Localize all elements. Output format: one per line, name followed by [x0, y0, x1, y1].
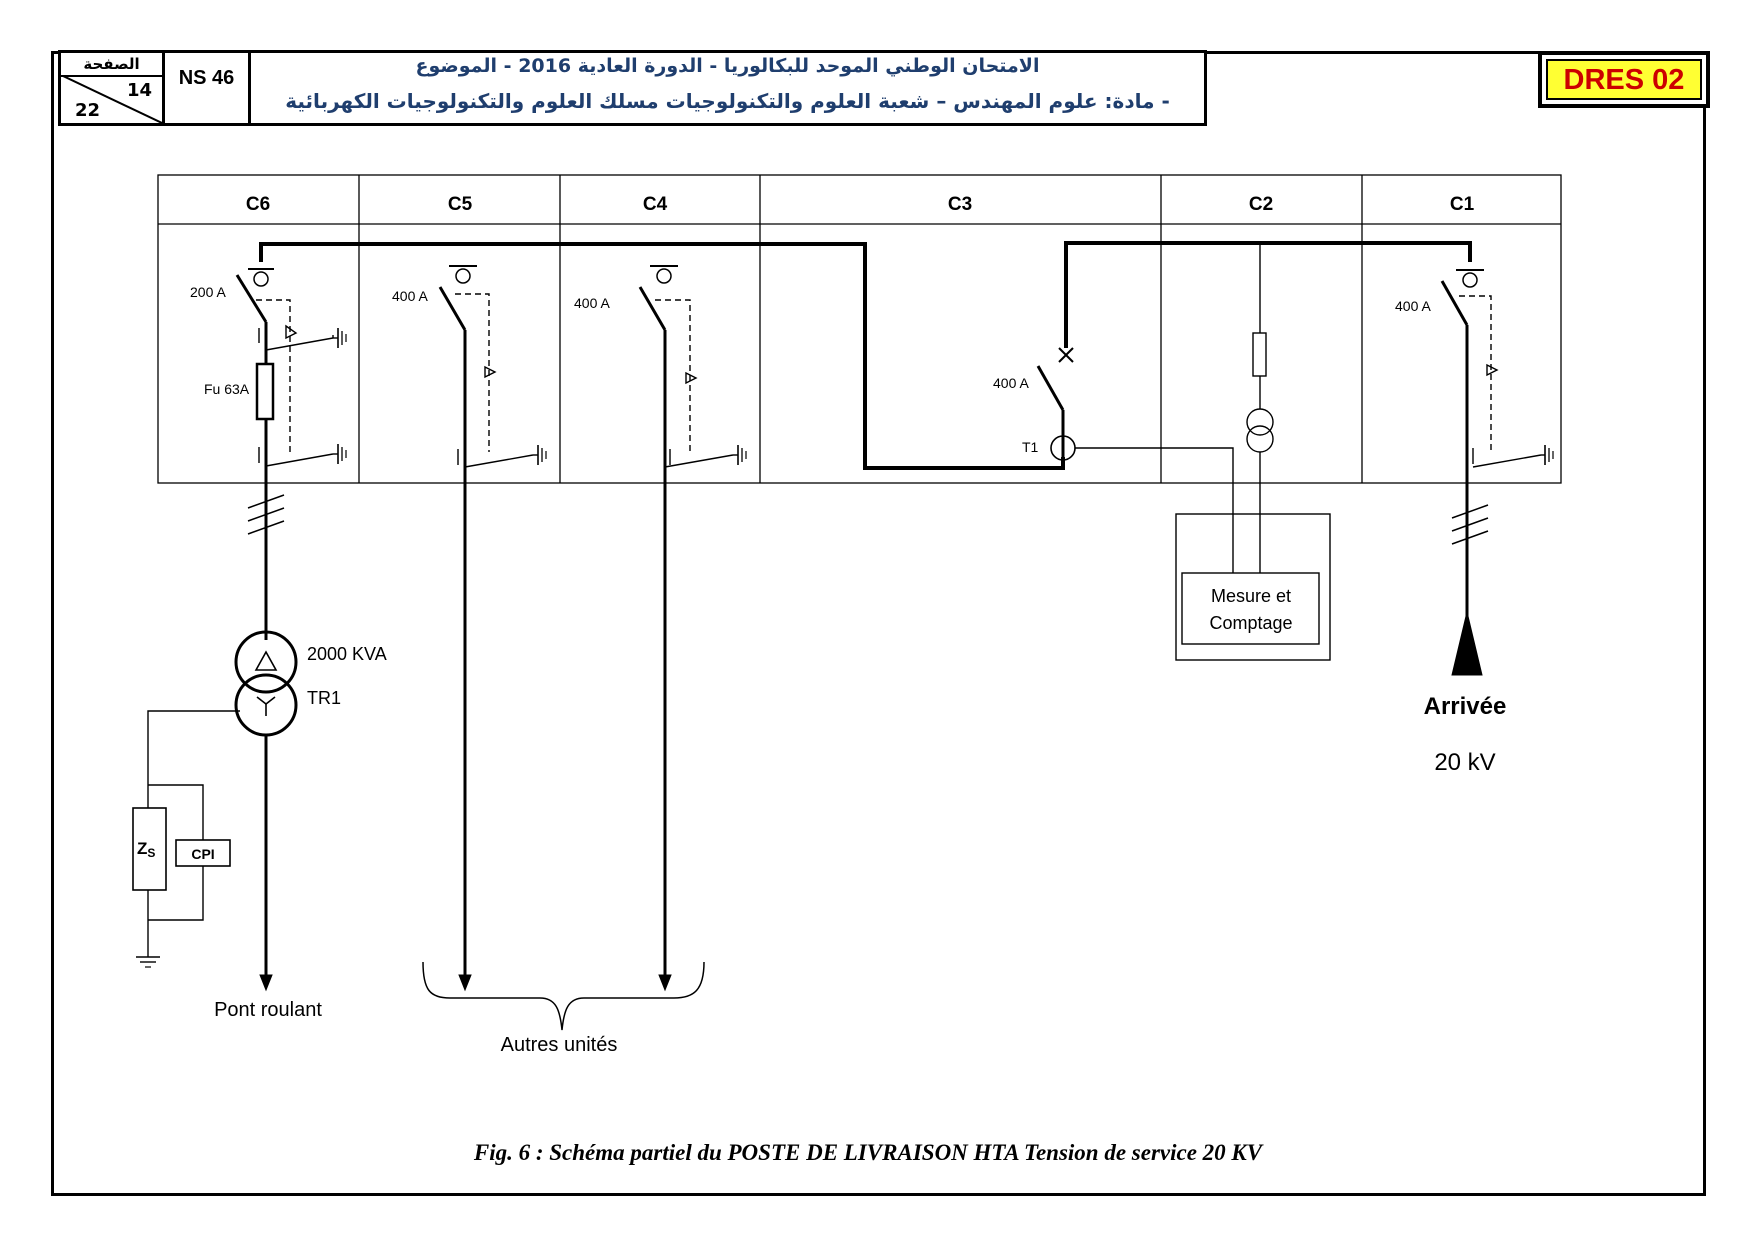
doc-ref-inner: DRES 02 — [1546, 59, 1702, 100]
page-total: 22 — [75, 100, 101, 121]
c3-ct-label: T1 — [1022, 439, 1039, 455]
incoming-label: Arrivée — [1424, 693, 1507, 720]
cell-label-c5: C5 — [448, 194, 473, 215]
cell-label-c4: C4 — [643, 194, 668, 215]
doc-ref-box: DRES 02 — [1538, 51, 1710, 108]
transformer-rating: 2000 KVA — [307, 644, 387, 664]
feeder-c6 — [132, 268, 347, 992]
metering-label-line2: Comptage — [1209, 613, 1292, 633]
page-label: الصفحة — [61, 55, 162, 77]
figure-caption: Fig. 6 : Schéma partiel du POSTE DE LIVR… — [473, 1140, 1264, 1165]
metering-cabinet — [1175, 513, 1331, 661]
outputs-brace — [422, 961, 705, 1031]
page-number-divider — [61, 75, 162, 123]
equipment-labels: 2000 KVA TR1 Mesure et Comptage Pont rou… — [214, 586, 1506, 1056]
c5-switch-rating: 400 A — [392, 288, 428, 304]
cpi-symbol — [175, 839, 231, 867]
c4-switch-rating: 400 A — [574, 295, 610, 311]
cell-label-c1: C1 — [1450, 194, 1475, 215]
metering-c2 — [1175, 244, 1331, 661]
exam-code-box: NS 46 — [162, 50, 251, 126]
feeder-c4 — [638, 265, 747, 992]
neutral-labels: ZS CPI — [137, 839, 215, 862]
other-units-label: Autres unités — [501, 1034, 618, 1056]
crane-output-label: Pont roulant — [214, 999, 322, 1021]
metering-label-line1: Mesure et — [1211, 586, 1291, 606]
transformer-primary — [234, 630, 298, 694]
busbar-left — [259, 242, 1065, 470]
c6-switch-rating: 200 A — [190, 284, 226, 300]
exam-title-line1: الامتحان الوطني الموحد للبكالوريا - الدو… — [415, 55, 1040, 77]
doc-ref: DRES 02 — [1563, 64, 1685, 96]
rating-labels: 200 A Fu 63A 400 A 400 A 400 A T1 400 A — [190, 284, 1431, 455]
busbar-right — [1064, 241, 1472, 348]
transformer-name: TR1 — [307, 688, 341, 708]
breaker-c3 — [1036, 347, 1234, 573]
cpi-label: CPI — [191, 846, 214, 862]
page-number-box: الصفحة 14 22 — [58, 50, 165, 126]
cell-panel — [157, 174, 1562, 484]
cell-label-c3: C3 — [948, 194, 972, 215]
metering-unit — [1181, 572, 1320, 645]
c6-fuse-rating: Fu 63A — [204, 381, 250, 397]
zs-impedance-symbol — [132, 807, 167, 891]
c1-switch-rating: 400 A — [1395, 298, 1431, 314]
metering-fuse — [1252, 332, 1267, 377]
feeder-c5 — [438, 265, 547, 992]
cell-labels: C6 C5 C4 C3 C2 C1 — [246, 194, 1475, 215]
incoming-voltage: 20 kV — [1434, 749, 1495, 776]
incoming-c1 — [1440, 269, 1554, 676]
c3-switch-rating: 400 A — [993, 375, 1029, 391]
zs-label: ZS — [137, 839, 155, 860]
cell-label-c6: C6 — [246, 194, 270, 215]
busbars — [259, 241, 1472, 470]
incoming-arrow — [1451, 611, 1483, 676]
exam-title-box: الامتحان الوطني الموحد للبكالوريا - الدو… — [248, 50, 1207, 126]
exam-code: NS 46 — [178, 67, 235, 89]
voltage-transformer — [1246, 408, 1274, 436]
page-current: 14 — [127, 80, 153, 101]
cell-label-c2: C2 — [1249, 194, 1273, 215]
exam-title-line2: - مادة: علوم المهندس – شعبة العلوم والتك… — [285, 89, 1170, 113]
